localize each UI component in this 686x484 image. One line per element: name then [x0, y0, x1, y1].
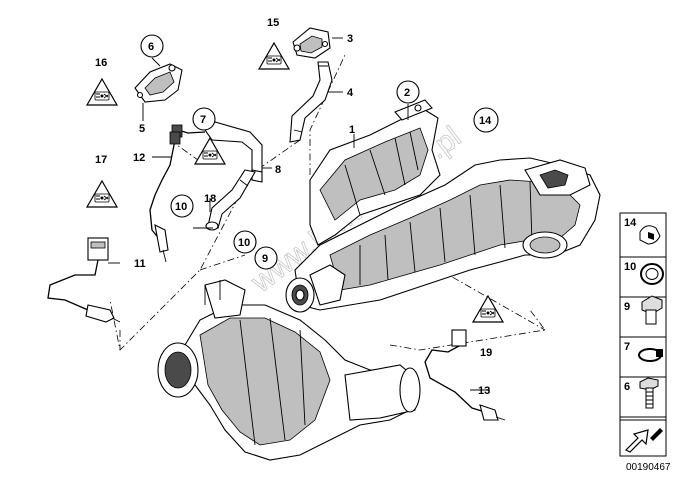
- part-3-pressure-sensor: [292, 27, 331, 59]
- legend-item-14: 14: [624, 217, 637, 229]
- turbocharger-manifold-assembly: [285, 157, 601, 313]
- callout-17: 17: [95, 154, 107, 166]
- callout-2: 2: [404, 87, 410, 99]
- catalytic-converter: [157, 279, 421, 461]
- callout-6: 6: [148, 41, 154, 53]
- clip-tab: [648, 232, 654, 240]
- tighten-torque-warning-icon: [194, 137, 226, 165]
- callout-10a-circle: [170, 194, 194, 218]
- arrow-icon: [624, 429, 649, 453]
- callout-3: 3: [347, 33, 353, 45]
- part-13-oxygen-sensor: [424, 329, 506, 421]
- callout-11: 11: [134, 258, 146, 270]
- part-4-vacuum-hose: [289, 61, 333, 143]
- callout-9: 9: [262, 253, 268, 265]
- document-number: 00190467: [626, 462, 671, 473]
- tighten-torque-warning-icon: [86, 180, 118, 208]
- tighten-torque-warning-icon: [472, 295, 504, 323]
- hex-bolt-icon: [639, 377, 659, 391]
- part-18-hose: [205, 169, 256, 231]
- callout-6-circle: [140, 34, 164, 58]
- callout-7-circle: [192, 107, 216, 131]
- callout-10a: 10: [175, 201, 187, 213]
- callout-5: 5: [139, 123, 145, 135]
- callout-2-circle: [396, 80, 420, 104]
- part-5-pressure-sensor: [134, 63, 183, 103]
- callout-leader-lines: [108, 37, 490, 391]
- callout-1: 1: [349, 124, 355, 136]
- callout-10b: 10: [238, 237, 250, 249]
- legend-item-10: 10: [624, 261, 636, 273]
- callout-16: 16: [95, 57, 107, 69]
- callout-18: 18: [204, 193, 216, 205]
- direction-arrow-box: [619, 419, 667, 457]
- part-11-oxygen-sensor: [47, 237, 121, 323]
- callout-4: 4: [347, 87, 354, 99]
- callout-7: 7: [200, 114, 206, 126]
- callout-14: 14: [479, 115, 492, 127]
- callout-14-circle: [473, 107, 499, 133]
- callout-12: 12: [133, 152, 145, 164]
- callout-15: 15: [267, 17, 279, 29]
- legend-item-7: 7: [624, 341, 630, 353]
- callout-13: 13: [478, 385, 490, 397]
- small-parts-legend: 14 10 9 7 6 2: [619, 212, 667, 456]
- legend-item-9: 9: [624, 301, 630, 313]
- callouts: 1 2 3 4 5 6 7 8 9 10 10 11 12 13 14 15 1…: [95, 17, 499, 397]
- callout-9-circle: [254, 246, 278, 270]
- part-1-heat-shield: [309, 99, 441, 246]
- tighten-torque-warning-icon: [86, 78, 118, 106]
- callout-8: 8: [275, 164, 281, 176]
- legend-item-6: 6: [624, 381, 630, 393]
- callout-19: 19: [480, 347, 492, 359]
- callout-10b-circle: [233, 230, 257, 254]
- part-12-exhaust-temp-sensor: [149, 131, 181, 263]
- tighten-torque-warning-icon: [258, 42, 290, 70]
